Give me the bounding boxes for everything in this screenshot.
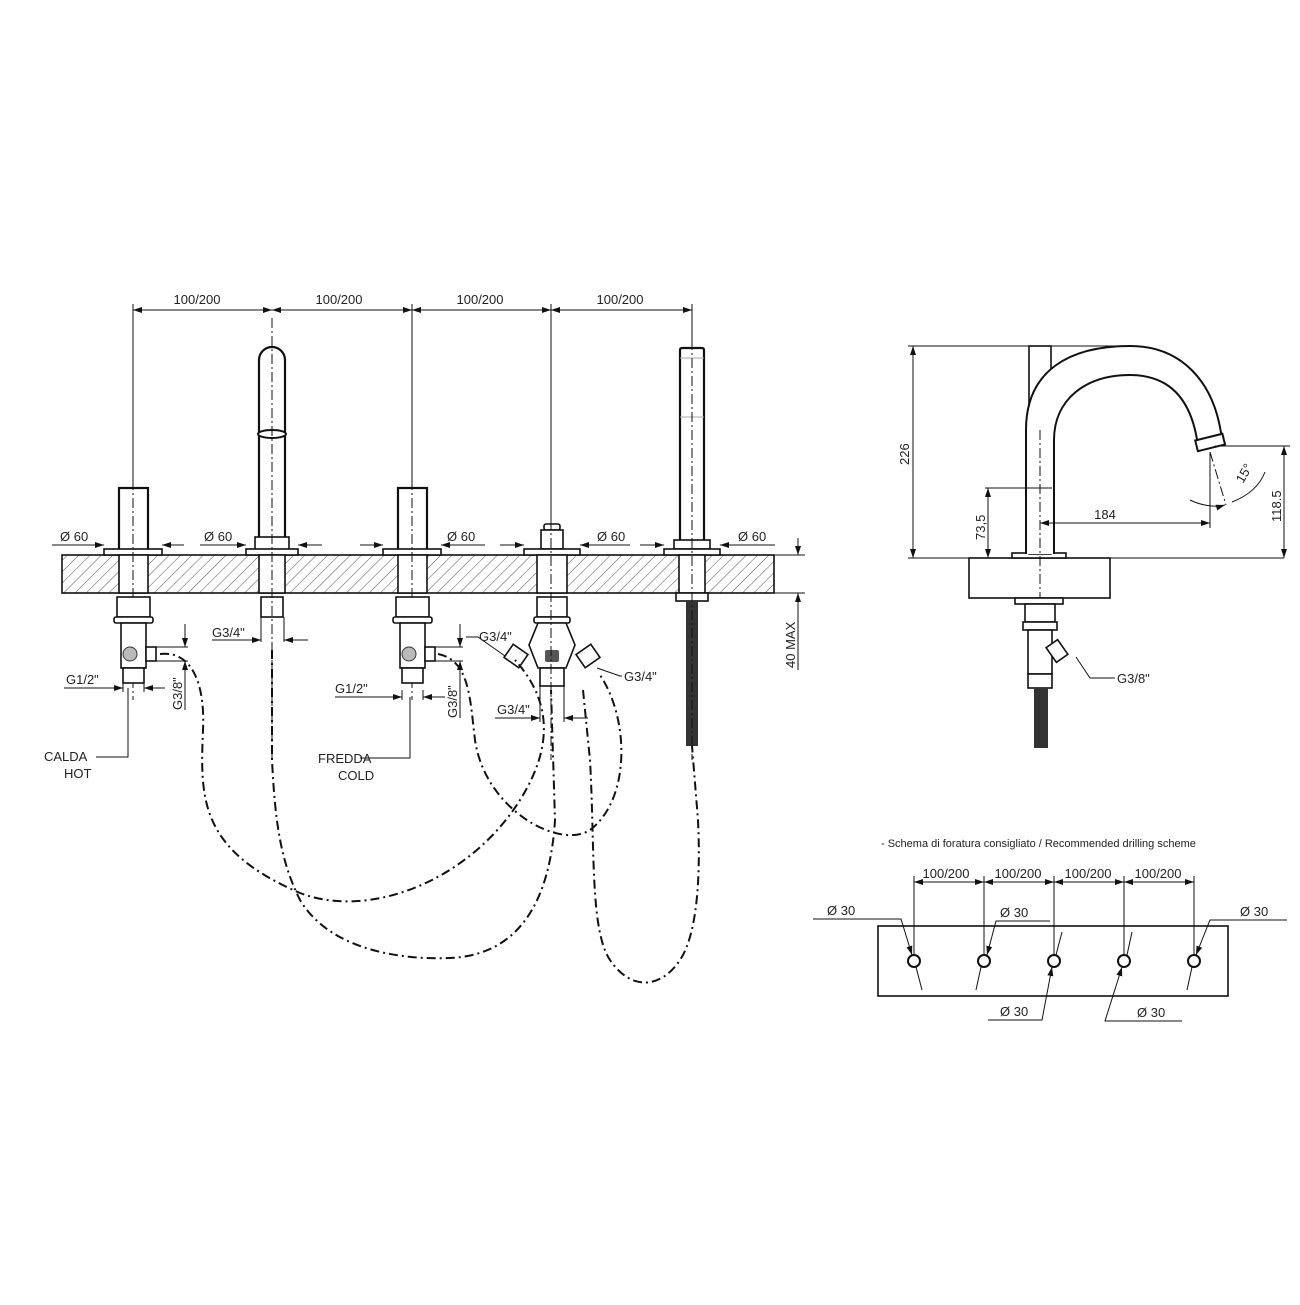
cold-outlet-label: G3/8"	[445, 685, 460, 718]
diameter-label: Ø 60	[447, 529, 475, 544]
valve-screw-icon	[401, 646, 417, 662]
cold-label-en: COLD	[338, 768, 374, 783]
valve-screw-icon	[122, 646, 138, 662]
drill-hole	[1117, 954, 1131, 968]
threaded-rod	[1034, 688, 1048, 748]
cold-inlet-label: G1/2"	[335, 681, 368, 696]
cold-valve-dimensions: G1/2" G3/8" FREDDA COLD	[318, 624, 463, 783]
hole-label: Ø 30	[1000, 1004, 1028, 1019]
spout: G3/4"	[212, 318, 308, 760]
drill-hole	[1187, 954, 1201, 968]
drilling-scheme: - Schema di foratura consigliato / Recom…	[813, 838, 1287, 1022]
side-connection-label: G3/8"	[1117, 671, 1150, 686]
diverter-right-label: G3/4"	[624, 669, 657, 684]
spacing-dimension: 100/200 100/200 100/200 100/200	[132, 292, 693, 525]
spout-height-label: 118.5	[1269, 490, 1284, 522]
hot-label-en: HOT	[64, 766, 92, 781]
spacing-label: 100/200	[316, 292, 363, 307]
drilling-scheme-title: - Schema di foratura consigliato / Recom…	[881, 838, 1196, 850]
drilling-spacing: 100/200 100/200 100/200 100/200	[913, 866, 1195, 960]
cold-handle	[382, 480, 442, 700]
spacing-label: 100/200	[457, 292, 504, 307]
drilling-spacing-label: 100/200	[995, 866, 1042, 881]
hot-inlet-label: G1/2"	[66, 672, 99, 687]
hot-valve-dimensions: G1/2" G3/8" CALDA HOT	[44, 624, 188, 781]
drilling-spacing-label: 100/200	[1065, 866, 1112, 881]
hot-label-it: CALDA	[44, 749, 88, 764]
drill-hole	[907, 954, 921, 968]
drill-hole	[977, 954, 991, 968]
hand-shower	[663, 340, 721, 760]
drill-holes	[907, 954, 1201, 968]
hole-diameter-labels: Ø 30 Ø 30 Ø 30 Ø 30 Ø 30	[813, 903, 1287, 1022]
diverter-dimensions: G3/4" G3/4" G3/4"	[466, 629, 657, 722]
hot-handle	[103, 480, 163, 700]
spacing-label: 100/200	[597, 292, 644, 307]
diverter	[502, 520, 602, 760]
deck-thickness-dimension: 40 MAX	[774, 538, 805, 670]
cold-label-it: FREDDA	[318, 751, 372, 766]
spacing-label: 100/200	[174, 292, 221, 307]
spout-outlet-label: G3/4"	[212, 625, 245, 640]
diameter-dimensions: Ø 60 Ø 60 Ø 60 Ø 60 Ø 60	[52, 529, 775, 548]
diameter-label: Ø 60	[597, 529, 625, 544]
drilling-spacing-label: 100/200	[923, 866, 970, 881]
diverter-bottom-label: G3/4"	[497, 702, 530, 717]
total-height-label: 226	[897, 443, 912, 465]
drilling-spacing-label: 100/200	[1135, 866, 1182, 881]
hot-outlet-label: G3/8"	[170, 677, 185, 710]
diameter-label: Ø 60	[60, 529, 88, 544]
front-view: 100/200 100/200 100/200 100/200	[44, 292, 805, 984]
hole-label: Ø 30	[827, 903, 855, 918]
hole-label: Ø 30	[1000, 905, 1028, 920]
side-view: 226 73,5 184 118.5 15° G3/8"	[897, 344, 1290, 748]
hole-label: Ø 30	[1240, 904, 1268, 919]
spout-angle-label: 15°	[1233, 461, 1256, 486]
diameter-label: Ø 60	[204, 529, 232, 544]
diverter-left-label: G3/4"	[479, 629, 512, 644]
hole-label: Ø 30	[1137, 1005, 1165, 1020]
deck-thickness-label: 40 MAX	[783, 621, 798, 668]
spout-reach-label: 184	[1094, 507, 1116, 522]
flexible-hoses	[159, 650, 700, 984]
lever-height-label: 73,5	[973, 515, 988, 540]
diameter-label: Ø 60	[738, 529, 766, 544]
drill-hole	[1047, 954, 1061, 968]
diverter-knob-icon	[545, 650, 559, 662]
